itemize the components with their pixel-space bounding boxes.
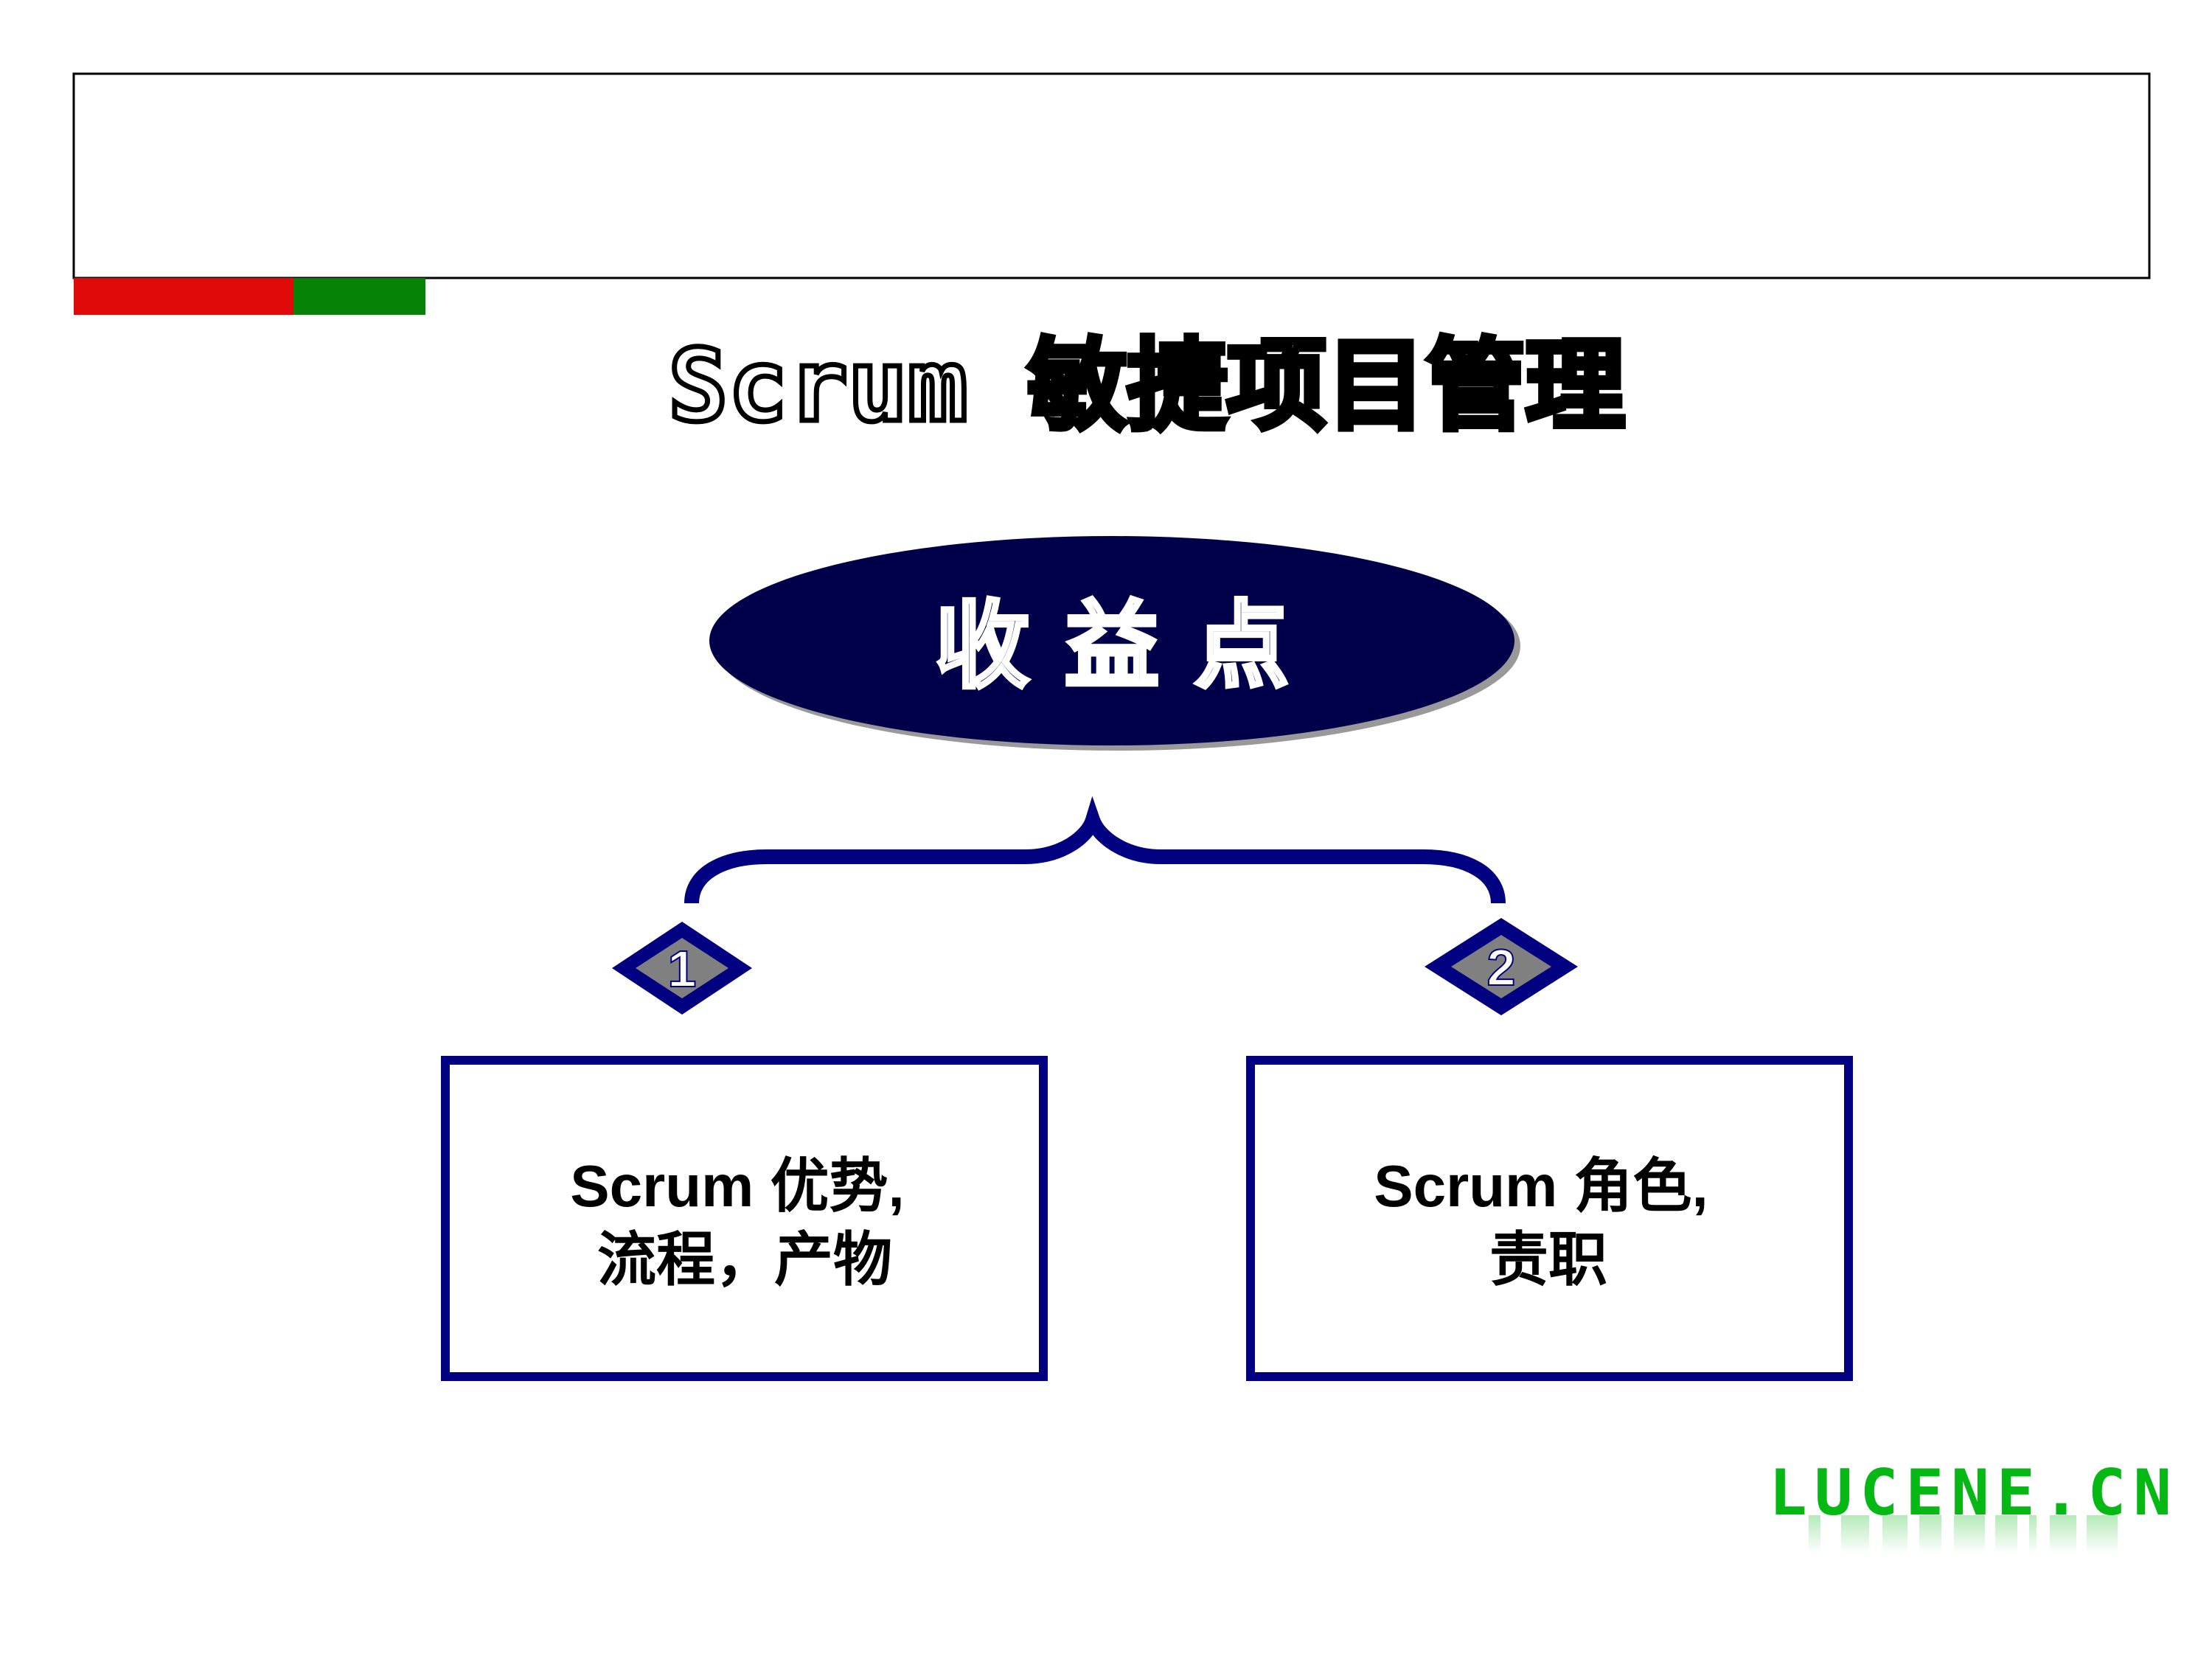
item-1-line1: Scrum 优势,	[570, 1153, 904, 1219]
logo-reflection-bar	[1954, 1515, 1985, 1554]
logo-reflection-bar	[1841, 1515, 1869, 1554]
lucene-logo-reflection	[1809, 1515, 2118, 1554]
header-red-bar	[74, 278, 293, 315]
brace-connector	[684, 796, 1506, 904]
logo-reflection-bar	[2029, 1515, 2037, 1554]
item-1-box	[441, 1056, 1048, 1381]
logo-reflection-bar	[1919, 1515, 1941, 1554]
item-2-line2: 责职	[1489, 1227, 1607, 1293]
item-1-line2: 流程，产物	[597, 1227, 892, 1293]
header-green-bar	[293, 278, 425, 315]
logo-reflection-bar	[1809, 1515, 1820, 1554]
logo-reflection-bar	[1995, 1515, 2017, 1554]
diamond-1-inner	[636, 938, 728, 998]
item-2-box	[1246, 1056, 1853, 1381]
item-2-number: 2	[1487, 939, 1516, 996]
slide-title: Scrum 敏捷项目管理	[668, 328, 1625, 444]
item-1-number: 1	[668, 940, 697, 998]
benefit-label: 收益点	[935, 591, 1324, 701]
item-2-line1: Scrum 角色,	[1374, 1153, 1708, 1219]
header-box	[72, 72, 2151, 279]
logo-reflection-bar	[1882, 1515, 1907, 1554]
benefit-ellipse	[709, 536, 1514, 745]
logo-reflection-bar	[2087, 1515, 2118, 1554]
logo-reflection-bar	[2050, 1515, 2076, 1554]
diamond-2-inner	[1451, 935, 1551, 998]
